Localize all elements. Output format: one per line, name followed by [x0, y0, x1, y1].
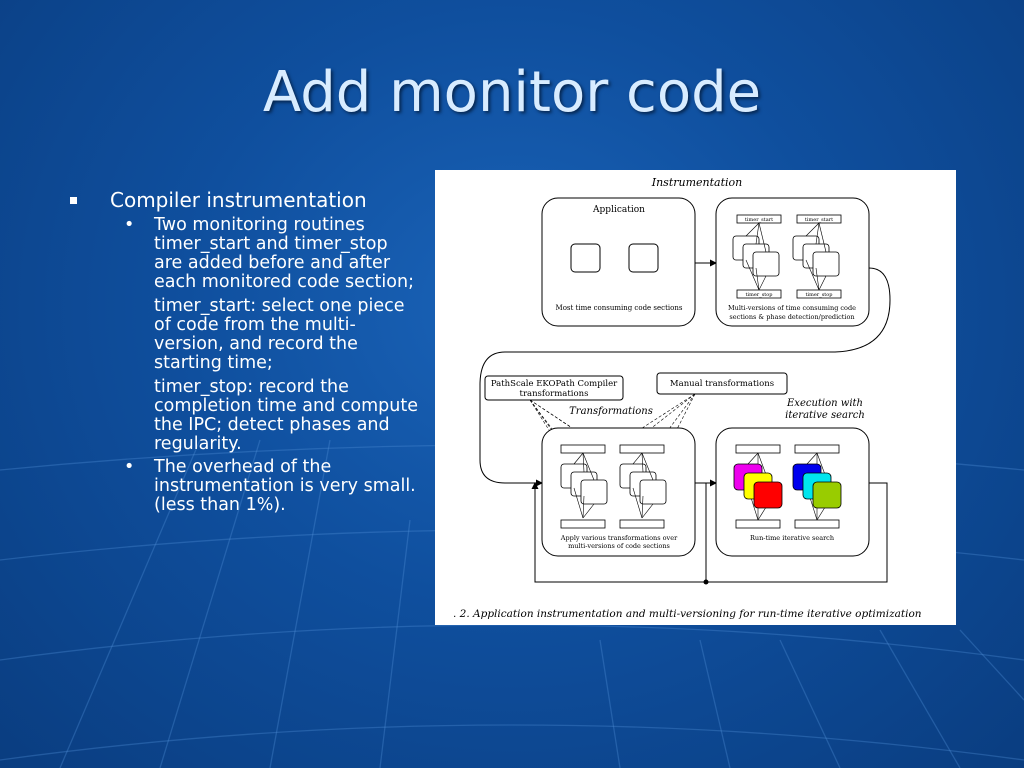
- dot-bullet-icon: •: [124, 215, 135, 235]
- multi-versions-text: Multi-versions of time consuming code: [728, 304, 856, 312]
- execution-label: iterative search: [785, 410, 865, 421]
- application-box: [541, 197, 696, 327]
- code-section-box: [628, 243, 659, 273]
- figure-caption: . 2. Application instrumentation and mul…: [453, 608, 922, 620]
- sub-bullet-monitoring-routines: • Two monitoring routines timer_start an…: [70, 216, 420, 292]
- sub-bullet-paragraph-timer-stop: timer_stop: record the completion time a…: [154, 377, 418, 454]
- diagram-svg: Instrumentation Application Most time co…: [453, 176, 922, 620]
- pathscale-text: transformations: [520, 389, 589, 399]
- execution-label: Execution with: [786, 398, 863, 409]
- apply-text: multi-versions of code sections: [568, 542, 670, 550]
- bullet-text: Compiler instrumentation: [110, 188, 367, 212]
- instrumentation-diagram: Instrumentation Application Most time co…: [435, 170, 956, 625]
- code-section-box: [570, 243, 601, 273]
- manual-transformations-box: [656, 372, 788, 395]
- timer-stop-text: timer_stop: [806, 292, 833, 298]
- timer-stop-box: [736, 289, 782, 299]
- timer-stop-box: [796, 289, 842, 299]
- timer-start-text: timer_start: [745, 217, 773, 223]
- most-time-label: Most time consuming code sections: [556, 304, 683, 312]
- runtime-text: Run-time iterative search: [750, 534, 834, 542]
- square-bullet-icon: [70, 197, 77, 204]
- pathscale-box: [484, 375, 624, 401]
- red-version-box: [753, 481, 783, 509]
- application-label: Application: [592, 205, 645, 215]
- slide-title: Add monitor code: [262, 60, 762, 125]
- timer-stop-text: timer_stop: [746, 292, 773, 298]
- bullet-compiler-instrumentation: Compiler instrumentation: [70, 188, 420, 212]
- bullet-list: Compiler instrumentation • Two monitorin…: [70, 188, 420, 519]
- sub-bullet-overhead: • The overhead of the instrumentation is…: [70, 458, 420, 515]
- sub-bullet-text: The overhead of the instrumentation is v…: [154, 457, 416, 515]
- transformations-label: Transformations: [569, 406, 653, 417]
- pathscale-text: PathScale EKOPath Compiler: [491, 379, 618, 389]
- sub-bullet-text: Two monitoring routines timer_start and …: [154, 215, 414, 292]
- instrumentation-label: Instrumentation: [651, 176, 743, 189]
- apply-text: Apply various transformations over: [560, 534, 678, 542]
- sub-bullet-paragraph-timer-start: timer_start: select one piece of code fr…: [154, 296, 405, 373]
- dot-bullet-icon: •: [124, 457, 135, 477]
- timer-start-text: timer_start: [805, 217, 833, 223]
- manual-text: Manual transformations: [670, 379, 774, 389]
- green-version-box: [812, 481, 842, 509]
- multi-versions-text: sections & phase detection/prediction: [729, 313, 854, 321]
